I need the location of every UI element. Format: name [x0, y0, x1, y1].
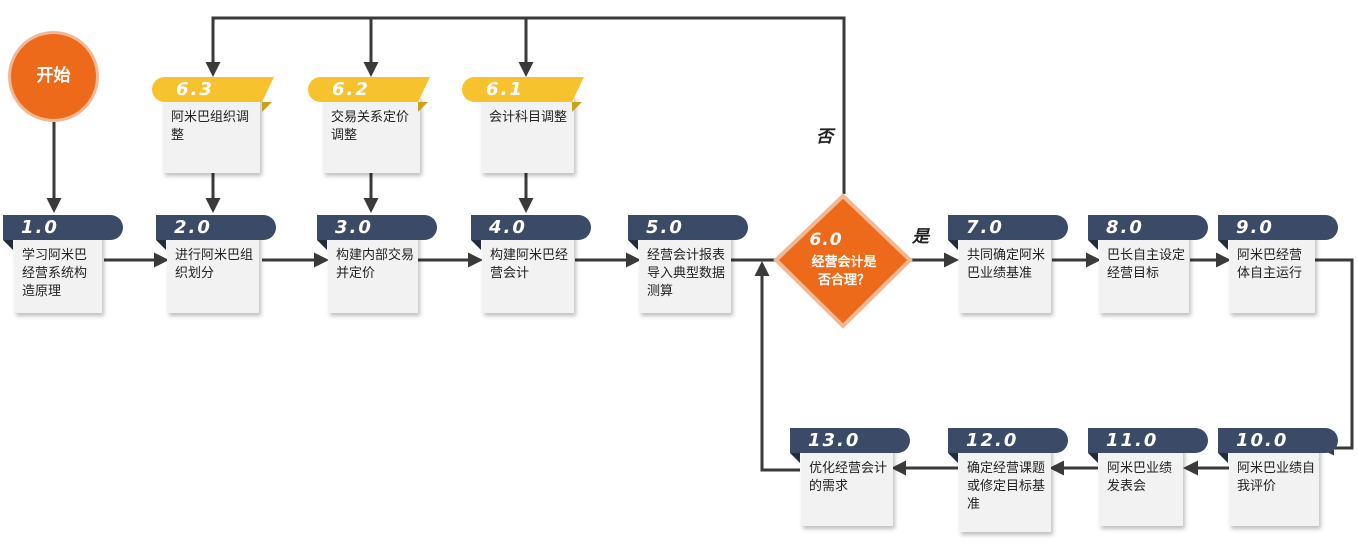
start-label: 开始	[36, 66, 71, 86]
step-number: 13.0	[808, 430, 861, 451]
step-number: 7.0	[966, 217, 1004, 238]
step-number: 8.0	[1106, 217, 1144, 238]
step-text: 经营会计报表导入典型数据测算	[647, 248, 726, 299]
step-number: 2.0	[174, 217, 212, 238]
step-number: 9.0	[1236, 217, 1274, 238]
adjust-text: 会计科目调整	[489, 110, 568, 125]
adjust-number: 6.3	[176, 79, 214, 100]
arrow-9-to-10	[1310, 258, 1354, 456]
step-12: 确定经营课题或修定目标基准 12.0	[948, 428, 1068, 532]
step-number: 4.0	[489, 217, 527, 238]
step-text: 阿米巴经营体自主运行	[1237, 248, 1303, 281]
step-5: 经营会计报表导入典型数据测算 5.0	[628, 215, 748, 315]
step-text: 优化经营会计的需求	[809, 461, 888, 494]
step-text: 进行阿米巴组织划分	[175, 248, 254, 281]
step-number: 12.0	[966, 430, 1019, 451]
adjust-6-1: 会计科目调整 6.1	[462, 77, 584, 177]
step-number: 5.0	[646, 217, 684, 238]
step-1: 学习阿米巴经营系统构造原理 1.0	[3, 215, 123, 315]
step-9: 阿米巴经营体自主运行 9.0	[1218, 215, 1338, 315]
decision-yes-label: 是	[912, 227, 929, 247]
decision-no-label: 否	[816, 127, 833, 147]
step-text: 学习阿米巴经营系统构造原理	[22, 248, 88, 299]
adjust-6-3: 阿米巴组织调整 6.3	[152, 77, 274, 177]
step-number: 11.0	[1106, 430, 1159, 451]
start-node: 开始	[11, 34, 96, 119]
step-text: 确定经营课题或修定目标基准	[967, 461, 1046, 512]
step-13: 优化经营会计的需求 13.0	[790, 428, 910, 528]
adjust-6-2: 交易关系定价调整 6.2	[308, 77, 430, 177]
arrow-decision-no-loop	[205, 16, 846, 194]
step-text: 阿米巴业绩自我评价	[1237, 461, 1316, 494]
step-7: 共同确定阿米巴业绩基准 7.0	[948, 215, 1068, 315]
adjust-text: 交易关系定价调整	[331, 110, 410, 143]
arrow-13-back-to-decision	[754, 261, 800, 472]
step-8: 巴长自主设定经营目标 8.0	[1088, 215, 1208, 315]
adjust-number: 6.2	[332, 79, 370, 100]
adjust-text: 阿米巴组织调整	[171, 110, 250, 143]
step-number: 10.0	[1236, 430, 1289, 451]
decision-number: 6.0	[809, 230, 843, 250]
step-11: 阿米巴业绩发表会 11.0	[1088, 428, 1208, 528]
decision-diamond	[773, 193, 913, 329]
step-text: 阿米巴业绩发表会	[1107, 461, 1173, 494]
step-2: 进行阿米巴组织划分 2.0	[156, 215, 276, 315]
step-number: 3.0	[335, 217, 373, 238]
step-4: 构建阿米巴经营会计 4.0	[471, 215, 591, 315]
step-text: 构建内部交易并定价	[336, 248, 415, 281]
adjust-number: 6.1	[486, 79, 524, 100]
step-text: 构建阿米巴经营会计	[490, 248, 569, 281]
step-number: 1.0	[21, 217, 59, 238]
step-text: 巴长自主设定经营目标	[1107, 248, 1186, 281]
step-3: 构建内部交易并定价 3.0	[317, 215, 437, 315]
step-text: 共同确定阿米巴业绩基准	[967, 248, 1046, 281]
decision-question: 经营会计是否合理？	[811, 255, 877, 288]
step-10: 阿米巴业绩自我评价 10.0	[1218, 428, 1338, 528]
